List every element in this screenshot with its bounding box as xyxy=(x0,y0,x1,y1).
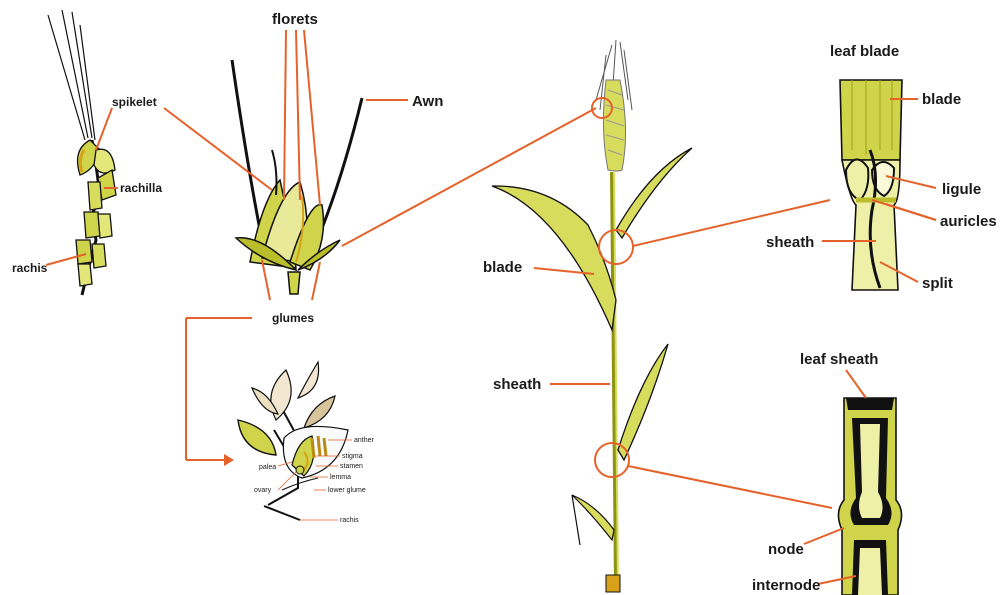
leaf-collar-illustration xyxy=(840,80,902,290)
node-label: node xyxy=(768,541,804,558)
node-leader xyxy=(804,528,844,544)
spikelet-label: spikelet xyxy=(112,95,157,109)
blade-label: blade xyxy=(483,259,522,276)
florets-leader-2 xyxy=(296,30,300,200)
glumes-leader-1 xyxy=(262,260,270,300)
rachis-label: rachis xyxy=(12,261,48,275)
florets-leader-3 xyxy=(304,30,320,205)
leaf-sheath-leader xyxy=(846,370,866,398)
split-label: split xyxy=(922,275,953,292)
rachilla-label: rachilla xyxy=(120,181,162,195)
internode-label: internode xyxy=(752,577,820,594)
stigma-label: stigma xyxy=(342,453,363,460)
whole-plant-illustration xyxy=(492,40,692,592)
spike-segment-illustration xyxy=(48,10,116,295)
sheath-detail-label: sheath xyxy=(766,234,814,251)
ligule-label: ligule xyxy=(942,181,981,198)
floret-rachis-label: rachis xyxy=(340,517,359,524)
glumes-arrow-icon xyxy=(224,454,234,466)
node-section-illustration xyxy=(838,398,901,595)
collar-callout-circle xyxy=(599,230,633,264)
palea-label: palea xyxy=(259,464,276,471)
spikelet-leader xyxy=(96,108,112,150)
florets-label: florets xyxy=(272,11,318,28)
blade-detail-label: blade xyxy=(922,91,961,108)
leaf-blade-title: leaf blade xyxy=(830,43,899,60)
spikelet-to-floret-leader xyxy=(164,108,272,190)
floret-rachis-stem xyxy=(264,506,300,520)
auricles-label: auricles xyxy=(940,213,997,230)
anther-label: anther xyxy=(354,437,375,444)
lemma-label: lemma xyxy=(330,474,351,481)
stamen-label: stamen xyxy=(340,463,363,470)
sheath-label: sheath xyxy=(493,376,541,393)
glumes-leader-2 xyxy=(312,262,320,300)
ovary-label: ovary xyxy=(254,487,272,494)
lower-glume-label: lower glume xyxy=(328,487,366,494)
floret-detail-illustration xyxy=(238,362,348,505)
awn-label: Awn xyxy=(412,93,443,110)
leaf-sheath-label: leaf sheath xyxy=(800,351,878,368)
ovary-leader xyxy=(278,472,296,490)
glumes-label: glumes xyxy=(272,311,314,325)
florets-leader-1 xyxy=(284,30,286,200)
node-to-detail-leader xyxy=(628,466,832,508)
